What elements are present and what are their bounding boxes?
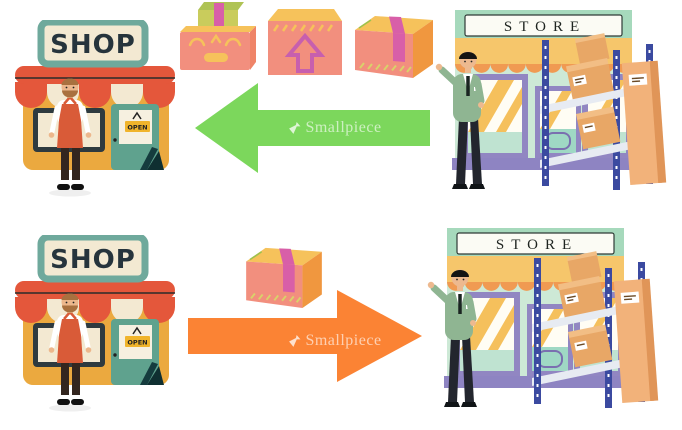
shop-sign-label: SHOP <box>50 30 136 60</box>
store-illustration: STORE <box>424 226 674 421</box>
arrow-left-icon <box>195 83 430 173</box>
shop-illustration: SHOP OPEN <box>13 20 178 200</box>
open-sign-label: OPEN <box>127 339 147 347</box>
parcel-open-box-icon <box>178 2 258 72</box>
store-sign-label: STORE <box>496 237 578 253</box>
open-sign-label: OPEN <box>127 124 147 132</box>
store-illustration: STORE <box>432 8 682 203</box>
arrow-right-icon <box>188 290 422 382</box>
shop-illustration: SHOP OPEN <box>13 235 178 415</box>
parcel-closed-box-icon <box>354 15 434 79</box>
store-sign-label: STORE <box>504 19 586 35</box>
parcel-arrow-box-icon <box>266 7 344 77</box>
shop-sign-label: SHOP <box>50 245 136 275</box>
